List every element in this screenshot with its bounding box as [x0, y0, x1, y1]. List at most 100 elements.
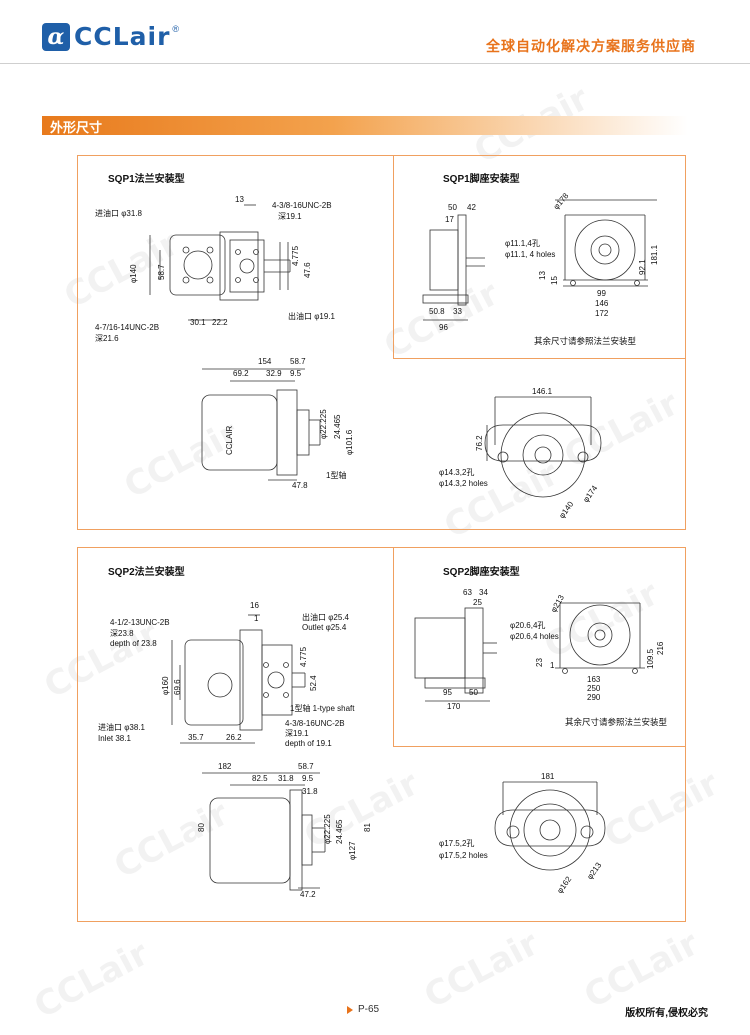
label-d58-7: 58.7 — [157, 264, 166, 280]
label-d154: 154 — [258, 357, 272, 366]
label-d50: 50 — [469, 688, 478, 697]
logo-mark-icon: α — [42, 22, 70, 51]
company-slogan: 全球自动化解决方案服务供应商 — [486, 38, 696, 54]
label-d4-775: 4.775 — [299, 646, 308, 667]
note-sqp2-foot: 其余尺寸请参照法兰安装型 — [565, 717, 668, 727]
label-inlet: 进油口 φ31.8 — [95, 208, 143, 218]
label-d23: 23 — [535, 658, 544, 667]
label-d140: φ140 — [129, 264, 138, 283]
label-d25: 25 — [473, 598, 482, 607]
label-d250: 250 — [587, 684, 601, 693]
label-d13: 13 — [538, 271, 547, 280]
brand-logo: α CCLair ® — [42, 22, 179, 51]
label-d213: φ213 — [549, 593, 566, 614]
label-d50: 50 — [448, 203, 457, 212]
label-d24-465: 24.465 — [335, 819, 344, 844]
label-d31-8: 31.8 — [278, 774, 294, 783]
drawing-sqp2-foot: 63 34 25 φ213 φ20.6,4孔 φ20.6,4 holes 216… — [414, 588, 665, 711]
label-shaft: 1型轴 — [326, 470, 346, 480]
label-shaft: 1型轴 1-type shaft — [290, 703, 355, 713]
label-brand: CCLAIR — [225, 425, 234, 455]
label-d33: 33 — [453, 307, 462, 316]
label-d31-8b: 31.8 — [302, 787, 318, 796]
watermark: CCLair — [417, 923, 546, 1017]
label-d24-465: 24.465 — [333, 414, 342, 439]
label-d9-5: 9.5 — [302, 774, 314, 783]
label-d58-7: 58.7 — [298, 762, 314, 771]
label-d178: φ178 — [552, 191, 571, 211]
label-d181: 181 — [541, 772, 555, 781]
label-thread-bottom: 4-3/8-16UNC-2B — [285, 719, 345, 728]
label-d172: 172 — [595, 309, 609, 318]
copyright: 版权所有,侵权必究 — [625, 1008, 708, 1019]
label-d63: 63 — [463, 588, 472, 597]
label-d80: 80 — [197, 823, 206, 832]
header-divider — [0, 63, 750, 64]
label-d47-2: 47.2 — [300, 890, 316, 899]
label-d69-2: 69.2 — [233, 369, 249, 378]
drawing-sqp1-flange-top: 进油口 φ31.8 13 4-3/8-16UNC-2B 深19.1 φ140 5… — [95, 195, 336, 343]
label-d22-225: φ22.225 — [319, 409, 328, 439]
label-thread-top: 4-1/2-13UNC-2B — [110, 618, 170, 627]
registered-mark: ® — [172, 24, 180, 34]
label-d26-2: 26.2 — [226, 733, 242, 742]
caption-sqp2-flange: SQP2法兰安装型 — [108, 567, 185, 578]
label-d127: φ127 — [348, 841, 357, 860]
label-d30-1: 30.1 — [190, 318, 206, 327]
watermark: CCLair — [27, 933, 156, 1027]
label-d22-225: φ22.225 — [323, 814, 332, 844]
section-title: 外形尺寸 — [50, 120, 103, 135]
label-thread-top: 4-3/8-16UNC-2B — [272, 201, 332, 210]
drawing-sqp2-flange-side: 182 58.7 82.5 31.8 9.5 31.8 80 φ22.225 2… — [197, 762, 372, 899]
label-holes-en: φ14.3,2 holes — [439, 479, 488, 488]
label-holes-en: φ11.1, 4 holes — [505, 250, 555, 259]
label-holes-cn: φ20.6,4孔 — [510, 621, 545, 630]
drawing-sqp1-flange-side: 154 58.7 69.2 32.9 9.5 CCLAIR φ22.225 24… — [201, 357, 354, 490]
label-outlet-en: Outlet φ25.4 — [302, 623, 347, 632]
label-d96: 96 — [439, 323, 448, 332]
label-depth-top-en: depth of 23.8 — [110, 639, 157, 648]
label-d22-2: 22.2 — [212, 318, 228, 327]
label-d35-7: 35.7 — [188, 733, 204, 742]
label-holes-en: φ17.5,2 holes — [439, 851, 488, 860]
label-depth-top: 深19.1 — [278, 212, 302, 221]
label-d213: φ213 — [585, 860, 603, 881]
label-d4-775: 4.775 — [291, 245, 300, 266]
page-header: α CCLair ® 全球自动化解决方案服务供应商 — [0, 0, 750, 70]
label-d181-1: 181.1 — [650, 244, 659, 265]
label-d182: 182 — [218, 762, 232, 771]
logo-text: CCLair — [74, 22, 171, 51]
label-d13: 13 — [235, 195, 244, 204]
watermark: CCLair — [577, 923, 706, 1017]
label-holes-cn: φ17.5,2孔 — [439, 839, 474, 848]
label-d15: 15 — [550, 276, 559, 285]
label-d92-1: 92.1 — [638, 259, 647, 275]
label-depth-bottom: 深21.6 — [95, 334, 119, 343]
drawing-sqp2-flange-top: 16 1 4-1/2-13UNC-2B 深23.8 depth of 23.8 … — [98, 601, 355, 748]
label-inlet-en: Inlet 38.1 — [98, 734, 131, 743]
label-d170: 170 — [447, 702, 461, 711]
label-outlet: 出油口 φ19.1 — [288, 311, 336, 321]
label-thread-bottom: 4-7/16-14UNC-2B — [95, 323, 159, 332]
label-d82-5: 82.5 — [252, 774, 268, 783]
label-depth-bottom-cn: 深19.1 — [285, 729, 309, 738]
label-depth-top-cn: 深23.8 — [110, 629, 134, 638]
label-d1: 1 — [254, 614, 259, 623]
label-d52-4: 52.4 — [309, 675, 318, 691]
label-holes-en: φ20.6,4 holes — [510, 632, 559, 641]
caption-sqp1-flange: SQP1法兰安装型 — [108, 174, 185, 185]
drawing-sqp2-flange-front: 181 φ17.5,2孔 φ17.5,2 holes φ213 φ162 — [439, 772, 606, 895]
label-depth-bottom-en: depth of 19.1 — [285, 739, 332, 748]
label-d58-7b: 58.7 — [290, 357, 306, 366]
label-d160: φ160 — [161, 676, 170, 695]
label-d95: 95 — [443, 688, 452, 697]
panel-sqp1 — [77, 155, 686, 530]
label-d216: 216 — [656, 641, 665, 655]
label-d32-9: 32.9 — [266, 369, 282, 378]
label-holes-cn: φ14.3,2孔 — [439, 468, 474, 477]
label-d290: 290 — [587, 693, 601, 702]
note-sqp1-foot: 其余尺寸请参照法兰安装型 — [534, 336, 637, 346]
label-d1: 1 — [550, 661, 555, 670]
label-d9-5: 9.5 — [290, 369, 302, 378]
drawing-sqp1-flange-front: 146.1 76.2 φ14.3,2孔 φ14.3,2 holes φ174 φ… — [439, 387, 602, 520]
